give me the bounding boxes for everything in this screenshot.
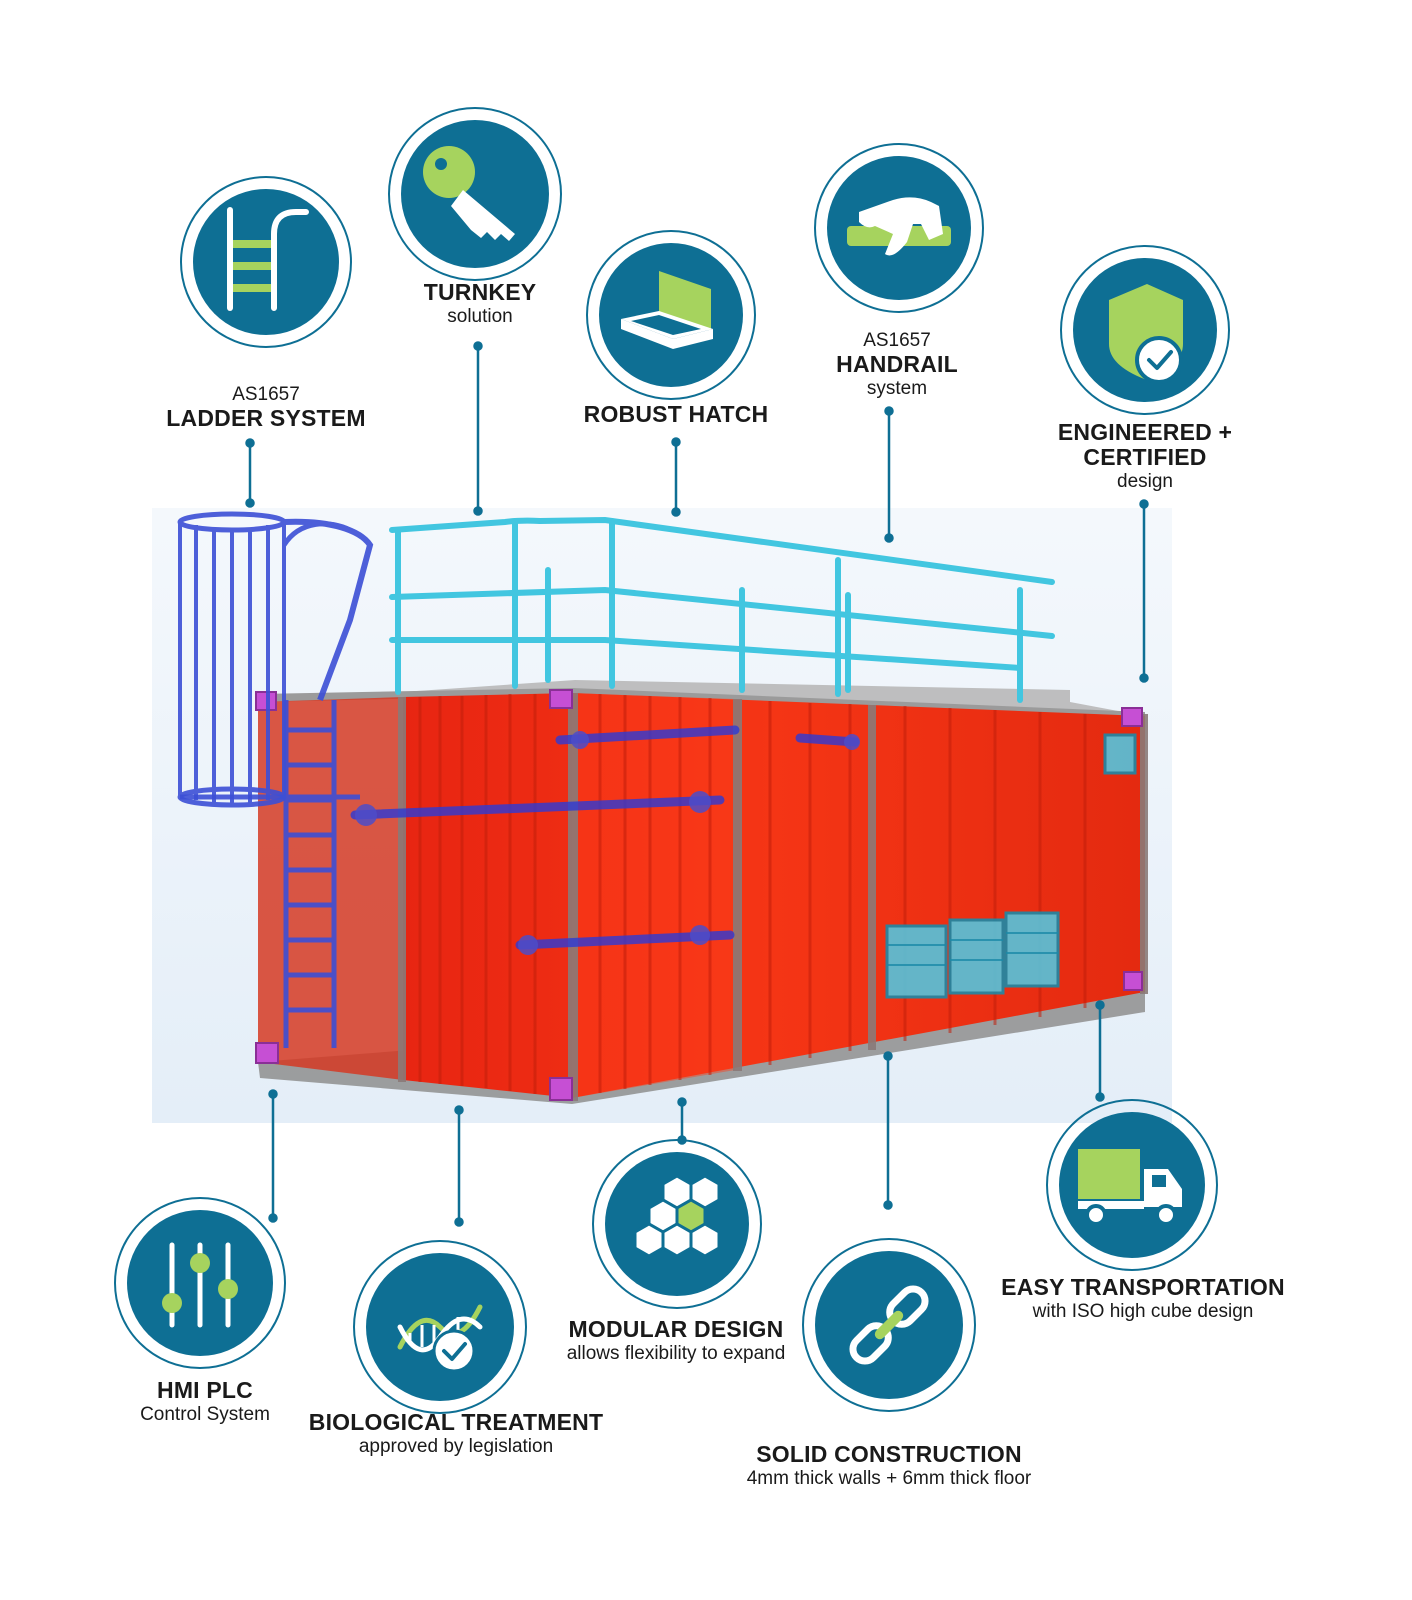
handrail: [389, 516, 1055, 703]
feature-subtitle: 4mm thick walls + 6mm thick floor: [746, 1468, 1032, 1489]
feature-title: SOLID CONSTRUCTION: [756, 1441, 1022, 1467]
feature-title: ROBUST HATCH: [583, 401, 769, 427]
feature-subtitle: approved by legislation: [358, 1436, 554, 1457]
sliders-icon: [114, 1197, 286, 1369]
feature-subtitle: Control System: [140, 1404, 270, 1425]
feature-title-line1: ENGINEERED +: [1057, 419, 1233, 445]
container-roof: [258, 680, 1145, 716]
feature-handrail-label: AS1657 HANDRAIL system: [797, 330, 997, 401]
truck-icon: [1046, 1099, 1218, 1271]
hand-rail-icon: [814, 143, 984, 313]
feature-subtitle: allows flexibility to expand: [566, 1343, 786, 1364]
feature-title: HANDRAIL: [836, 351, 958, 377]
ladder-rails: [180, 700, 360, 1048]
feature-transport-label: EASY TRANSPORTATION with ISO high cube d…: [988, 1275, 1298, 1324]
feature-turnkey-label: TURNKEY solution: [375, 280, 585, 329]
feature-title: LADDER SYSTEM: [166, 405, 366, 431]
container-end-wall: [258, 697, 403, 1080]
connector-lines: [245, 341, 1149, 1227]
feature-hmi-label: HMI PLC Control System: [100, 1378, 310, 1427]
container-side-wall: [403, 693, 1145, 1098]
feature-title: TURNKEY: [423, 279, 537, 305]
container-illustration: [152, 508, 1172, 1123]
feature-title: EASY TRANSPORTATION: [1001, 1274, 1285, 1300]
feature-title-line2: CERTIFIED: [1083, 444, 1207, 470]
feature-engineered-label: ENGINEERED + CERTIFIED design: [1030, 420, 1260, 494]
feature-title: BIOLOGICAL TREATMENT: [308, 1409, 604, 1435]
vent-grilles: [885, 733, 1137, 999]
ladder-icon: [180, 176, 352, 348]
feature-hatch-label: ROBUST HATCH: [556, 402, 796, 427]
hexagon-modules-icon: [592, 1139, 762, 1309]
dna-check-icon: [353, 1240, 527, 1414]
feature-prefix: AS1657: [863, 330, 931, 351]
feature-subtitle: system: [866, 378, 928, 399]
feature-title: MODULAR DESIGN: [568, 1316, 784, 1342]
feature-modular-label: MODULAR DESIGN allows flexibility to exp…: [536, 1317, 816, 1366]
feature-subtitle: design: [1117, 471, 1173, 492]
chain-link-icon: [802, 1238, 976, 1412]
feature-prefix: AS1657: [232, 384, 300, 405]
shield-check-icon: [1060, 245, 1230, 415]
feature-subtitle: with ISO high cube design: [1032, 1301, 1254, 1322]
hatch-box-icon: [586, 230, 756, 400]
key-icon: [388, 107, 562, 281]
feature-subtitle: solution: [447, 306, 513, 327]
feature-ladder-label: AS1657 LADDER SYSTEM: [136, 384, 396, 431]
feature-title: HMI PLC: [157, 1377, 253, 1403]
feature-biological-label: BIOLOGICAL TREATMENT approved by legisla…: [296, 1410, 616, 1459]
feature-solid-label: SOLID CONSTRUCTION 4mm thick walls + 6mm…: [714, 1442, 1064, 1491]
